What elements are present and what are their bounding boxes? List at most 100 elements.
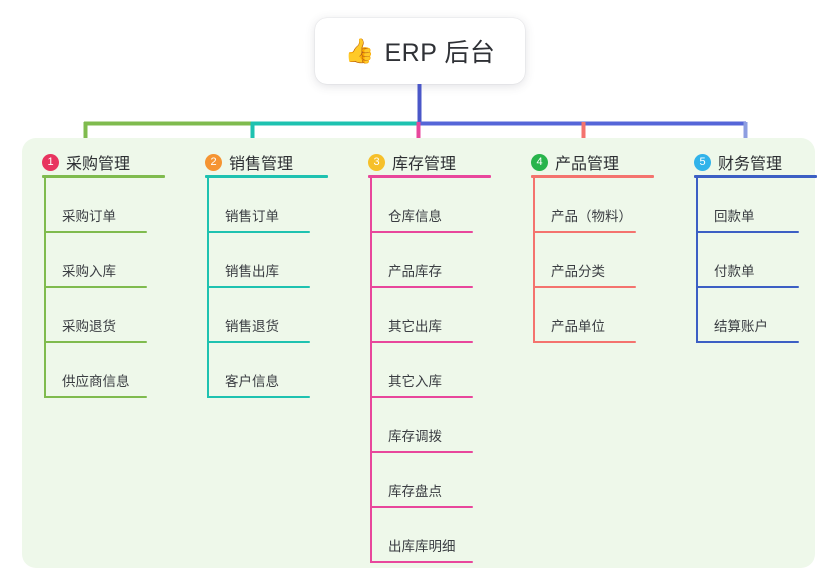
list-item-rule bbox=[207, 341, 310, 343]
columns-container: 1 采购管理采购订单采购入库采购退货供应商信息 2 销售管理销售订单销售出库销售退货客… bbox=[22, 138, 817, 568]
column-title-1: 采购管理 bbox=[66, 156, 131, 173]
list-item-rule bbox=[370, 396, 473, 398]
root-node-card[interactable]: 👍 ERP 后台 bbox=[315, 18, 525, 84]
list-item-label: 付款单 bbox=[714, 264, 755, 279]
list-item-rule bbox=[370, 506, 473, 508]
list-item[interactable]: 采购入库 bbox=[44, 233, 169, 288]
list-item[interactable]: 仓库信息 bbox=[370, 178, 495, 233]
list-item-label: 客户信息 bbox=[225, 374, 279, 389]
column-spine-5 bbox=[696, 178, 698, 343]
column-spine-2 bbox=[207, 178, 209, 398]
list-item[interactable]: 付款单 bbox=[696, 233, 821, 288]
column-5: 5 财务管理回款单付款单结算账户 bbox=[674, 138, 837, 568]
list-item-label: 库存盘点 bbox=[388, 484, 442, 499]
list-item[interactable]: 产品（物料） bbox=[533, 178, 658, 233]
list-item[interactable]: 产品单位 bbox=[533, 288, 658, 343]
list-item-label: 销售退货 bbox=[225, 319, 279, 334]
column-header-1[interactable]: 1 采购管理 bbox=[42, 150, 130, 174]
column-items-5: 回款单付款单结算账户 bbox=[696, 178, 821, 343]
list-item[interactable]: 产品库存 bbox=[370, 233, 495, 288]
column-spine-1 bbox=[44, 178, 46, 398]
list-item[interactable]: 采购订单 bbox=[44, 178, 169, 233]
list-item[interactable]: 客户信息 bbox=[207, 343, 332, 398]
list-item[interactable]: 其它出库 bbox=[370, 288, 495, 343]
column-badge-5: 5 bbox=[694, 153, 711, 171]
list-item-label: 其它入库 bbox=[388, 374, 442, 389]
list-item-label: 出库库明细 bbox=[388, 539, 456, 554]
list-item-label: 仓库信息 bbox=[388, 209, 442, 224]
list-item-label: 回款单 bbox=[714, 209, 755, 224]
column-4: 4 产品管理产品（物料） 产品分类产品单位 bbox=[511, 138, 674, 568]
column-badge-2: 2 bbox=[205, 153, 222, 171]
list-item[interactable]: 结算账户 bbox=[696, 288, 821, 343]
list-item-rule bbox=[44, 286, 147, 288]
list-item-label: 供应商信息 bbox=[62, 374, 130, 389]
list-item-label: 采购入库 bbox=[62, 264, 116, 279]
list-item-label: 库存调拨 bbox=[388, 429, 442, 444]
list-item[interactable]: 销售订单 bbox=[207, 178, 332, 233]
list-item-label: 销售订单 bbox=[225, 209, 279, 224]
column-title-2: 销售管理 bbox=[229, 156, 294, 173]
column-badge-4: 4 bbox=[531, 153, 548, 171]
list-item[interactable]: 出库库明细 bbox=[370, 508, 495, 563]
list-item-label: 销售出库 bbox=[225, 264, 279, 279]
list-item-rule bbox=[370, 561, 473, 563]
list-item-label: 采购退货 bbox=[62, 319, 116, 334]
column-items-2: 销售订单销售出库销售退货客户信息 bbox=[207, 178, 332, 398]
list-item-label: 结算账户 bbox=[714, 319, 768, 334]
list-item-rule bbox=[370, 286, 473, 288]
column-title-4: 产品管理 bbox=[555, 156, 620, 173]
list-item-rule bbox=[533, 341, 636, 343]
column-header-5[interactable]: 5 财务管理 bbox=[694, 150, 782, 174]
list-item-rule bbox=[44, 231, 147, 233]
list-item-label: 采购订单 bbox=[62, 209, 116, 224]
list-item[interactable]: 产品分类 bbox=[533, 233, 658, 288]
column-2: 2 销售管理销售订单销售出库销售退货客户信息 bbox=[185, 138, 348, 568]
list-item[interactable]: 销售出库 bbox=[207, 233, 332, 288]
list-item-rule bbox=[207, 396, 310, 398]
column-rule-4 bbox=[531, 175, 654, 178]
list-item-rule bbox=[370, 451, 473, 453]
list-item-rule bbox=[533, 286, 636, 288]
column-header-3[interactable]: 3 库存管理 bbox=[368, 150, 456, 174]
list-item[interactable]: 其它入库 bbox=[370, 343, 495, 398]
list-item-label: 其它出库 bbox=[388, 319, 442, 334]
column-title-5: 财务管理 bbox=[718, 156, 783, 173]
list-item[interactable]: 库存盘点 bbox=[370, 453, 495, 508]
list-item-rule bbox=[207, 286, 310, 288]
column-badge-3: 3 bbox=[368, 153, 385, 171]
list-item-label: 产品库存 bbox=[388, 264, 442, 279]
list-item-rule bbox=[44, 341, 147, 343]
list-item-label: 产品分类 bbox=[551, 264, 605, 279]
list-item-rule bbox=[207, 231, 310, 233]
column-items-1: 采购订单采购入库采购退货供应商信息 bbox=[44, 178, 169, 398]
column-spine-4 bbox=[533, 178, 535, 343]
column-badge-1: 1 bbox=[42, 153, 59, 171]
diagram-panel bbox=[22, 138, 815, 568]
list-item-rule bbox=[370, 231, 473, 233]
column-header-2[interactable]: 2 销售管理 bbox=[205, 150, 293, 174]
column-rule-5 bbox=[694, 175, 817, 178]
list-item[interactable]: 库存调拨 bbox=[370, 398, 495, 453]
column-items-3: 仓库信息产品库存其它出库其它入库库存调拨库存盘点出库库明细 bbox=[370, 178, 495, 563]
column-rule-2 bbox=[205, 175, 328, 178]
list-item-rule bbox=[44, 396, 147, 398]
list-item-label: 产品单位 bbox=[551, 319, 605, 334]
list-item[interactable]: 销售退货 bbox=[207, 288, 332, 343]
column-title-3: 库存管理 bbox=[392, 156, 457, 173]
list-item-label: 产品（物料） bbox=[551, 209, 632, 224]
list-item[interactable]: 回款单 bbox=[696, 178, 821, 233]
list-item[interactable]: 采购退货 bbox=[44, 288, 169, 343]
column-items-4: 产品（物料） 产品分类产品单位 bbox=[533, 178, 658, 343]
column-rule-3 bbox=[368, 175, 491, 178]
column-spine-3 bbox=[370, 178, 372, 563]
list-item[interactable]: 供应商信息 bbox=[44, 343, 169, 398]
column-header-4[interactable]: 4 产品管理 bbox=[531, 150, 619, 174]
root-node-title: ERP 后台 bbox=[384, 39, 496, 67]
column-rule-1 bbox=[42, 175, 165, 178]
list-item-rule bbox=[696, 286, 799, 288]
thumbs-up-icon: 👍 bbox=[344, 37, 375, 65]
list-item-rule bbox=[533, 231, 636, 233]
list-item-rule bbox=[696, 341, 799, 343]
